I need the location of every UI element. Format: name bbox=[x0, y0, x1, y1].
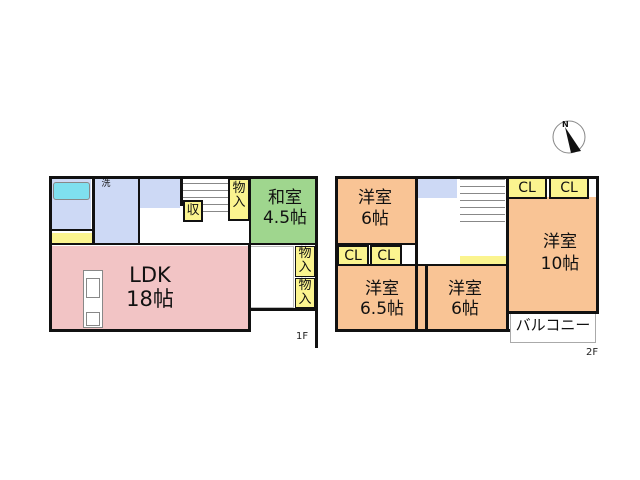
balcony-area bbox=[510, 313, 596, 343]
washroom-room bbox=[95, 178, 138, 243]
closet-mid bbox=[295, 246, 315, 277]
kitchen-counter bbox=[83, 270, 103, 328]
wall bbox=[335, 329, 510, 332]
floor-1-plan: 収 物 入 物 入 物 入 洗 LDK 18帖 和室 4.5帖 1F bbox=[0, 0, 320, 360]
wall bbox=[335, 176, 599, 179]
youshitsu-c-name: 洋室 bbox=[448, 279, 482, 299]
entrance-area bbox=[250, 246, 294, 308]
closet-bottom-label: 物 入 bbox=[298, 278, 312, 307]
wall bbox=[138, 176, 140, 244]
compass-icon bbox=[552, 120, 586, 154]
floor-2-plan: CL CL CL CL バルコニー 洋室 6帖 洋室 6.5帖 洋室 6帖 洋室… bbox=[320, 0, 640, 370]
toilet-room bbox=[140, 178, 180, 208]
wall bbox=[249, 176, 251, 244]
north-compass: N bbox=[551, 119, 587, 155]
youshitsu-d-room bbox=[507, 197, 597, 312]
wall bbox=[248, 308, 318, 311]
ldk-size: 18帖 bbox=[126, 287, 174, 311]
youshitsu-b-room bbox=[337, 266, 427, 330]
closet-top-label: 物 入 bbox=[232, 181, 246, 210]
closet-cl-2: CL bbox=[370, 245, 402, 266]
washitsu-size: 4.5帖 bbox=[262, 208, 308, 228]
wall bbox=[315, 176, 318, 348]
youshitsu-a-size: 6帖 bbox=[361, 209, 389, 229]
wash-label: 洗 bbox=[101, 179, 111, 189]
youshitsu-c-room bbox=[427, 266, 506, 330]
wall bbox=[415, 176, 418, 332]
washitsu-room bbox=[251, 178, 315, 244]
wall bbox=[336, 243, 416, 245]
kitchen-sink bbox=[86, 278, 100, 298]
wall bbox=[248, 244, 251, 332]
youshitsu-d-name: 洋室 bbox=[543, 232, 577, 252]
youshitsu-c-size: 6帖 bbox=[451, 299, 479, 319]
wall bbox=[50, 229, 93, 231]
wall bbox=[49, 243, 317, 245]
wall bbox=[92, 176, 95, 244]
floor-2-tag: 2F bbox=[586, 347, 599, 358]
compass-north-label: N bbox=[562, 120, 569, 129]
closet-mid-label: 物 入 bbox=[298, 246, 312, 275]
wall bbox=[49, 176, 317, 179]
closet-cl-1: CL bbox=[337, 245, 369, 266]
wall bbox=[425, 264, 428, 332]
washitsu-name: 和室 bbox=[268, 188, 302, 208]
wall bbox=[425, 264, 507, 266]
storage-under-stairs bbox=[183, 200, 203, 222]
bathtub bbox=[53, 182, 90, 200]
closet-cl-4: CL bbox=[549, 177, 589, 199]
youshitsu-b-size: 6.5帖 bbox=[359, 299, 405, 319]
stove-icon bbox=[86, 312, 100, 326]
youshitsu-a-room bbox=[337, 178, 415, 243]
closet-bottom bbox=[295, 278, 315, 308]
storage-label: 収 bbox=[186, 203, 200, 218]
wall bbox=[506, 176, 509, 332]
wall bbox=[507, 311, 599, 314]
stairs-2f bbox=[460, 178, 505, 228]
youshitsu-a-name: 洋室 bbox=[358, 188, 392, 208]
wall bbox=[335, 176, 338, 332]
wall bbox=[336, 264, 428, 266]
wall bbox=[49, 176, 52, 332]
toilet-2f-room bbox=[417, 178, 457, 198]
shelf-2f bbox=[460, 256, 507, 265]
youshitsu-d-size: 10帖 bbox=[540, 254, 580, 274]
closet-cl-3: CL bbox=[507, 177, 547, 199]
wall bbox=[596, 176, 599, 314]
floor-1-tag: 1F bbox=[296, 331, 309, 342]
laundry-shelf bbox=[52, 233, 92, 243]
wall bbox=[49, 329, 251, 332]
balcony-label: バルコニー bbox=[515, 316, 591, 334]
youshitsu-b-name: 洋室 bbox=[365, 279, 399, 299]
wall bbox=[180, 176, 183, 206]
ldk-name: LDK bbox=[129, 263, 171, 287]
